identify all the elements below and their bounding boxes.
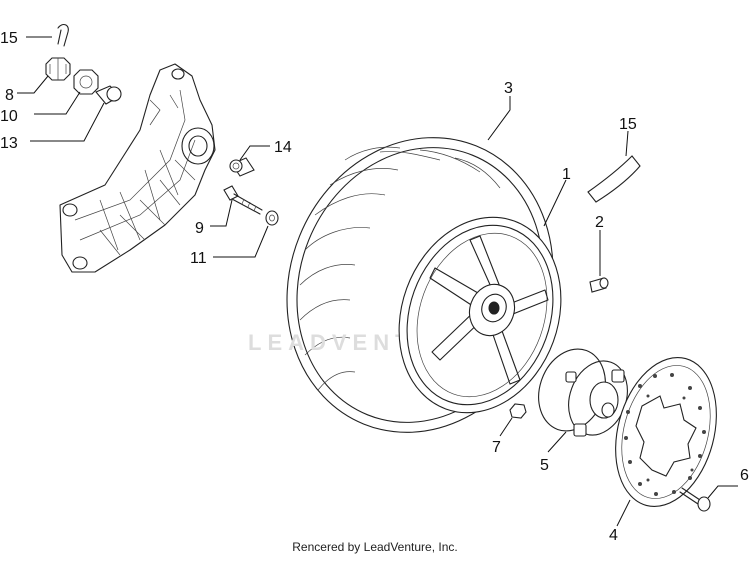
callout-labels: 15 8 10 13 14 9 11 3 1 15 2 7 5 4 6: [0, 30, 749, 544]
part-4-brake-disc: [615, 356, 717, 508]
part-14-bushing: [229, 157, 255, 177]
part-10-nut: [73, 69, 99, 95]
swingarm-bracket: [59, 63, 216, 273]
part-11-washer: [265, 210, 279, 226]
leader-lines: [17, 36, 738, 527]
part-1-rim: [398, 216, 562, 414]
part-15-weight: [587, 155, 641, 203]
callout-3: 3: [504, 80, 513, 97]
callout-9: 9: [195, 220, 204, 237]
credit-line: Rencered by LeadVenture, Inc.: [292, 540, 458, 554]
part-7-nut: [509, 403, 527, 419]
callout-8: 8: [5, 87, 14, 104]
callout-5: 5: [540, 457, 549, 474]
callout-13: 13: [0, 135, 18, 152]
callout-7: 7: [492, 439, 501, 456]
callout-2: 2: [595, 214, 604, 231]
callout-4: 4: [609, 527, 618, 540]
part-8-castle-nut: [45, 57, 71, 81]
callout-14: 14: [274, 139, 292, 156]
part-13-spacer: [95, 85, 122, 105]
callout-6: 6: [740, 467, 749, 484]
part-2-valve: [589, 277, 609, 293]
callout-10: 10: [0, 108, 18, 125]
callout-1: 1: [562, 166, 571, 183]
diagram-canvas: LEADVENTURE: [0, 23, 749, 544]
part-12-split-pin: [57, 23, 69, 47]
callout-12: 15: [0, 30, 18, 47]
callout-15: 15: [619, 116, 637, 133]
part-9-bolt: [223, 185, 263, 215]
part-6-bolt: [679, 487, 711, 512]
callout-11: 11: [190, 250, 207, 267]
